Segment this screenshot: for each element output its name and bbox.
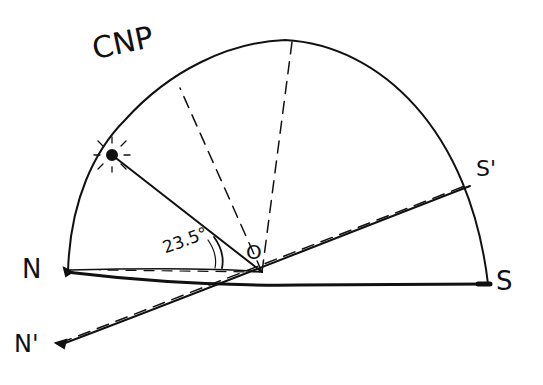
point-marker — [56, 340, 66, 348]
star — [107, 150, 117, 160]
tilted-plane — [60, 186, 470, 345]
star-line — [112, 155, 262, 272]
point-label: S — [496, 268, 513, 294]
point-label: S' — [476, 158, 496, 180]
point-label: 23.5° — [160, 225, 209, 257]
point-marker — [64, 268, 72, 276]
point-label: N — [22, 256, 41, 282]
point-label: N' — [14, 332, 39, 356]
dashed-radius — [100, 270, 262, 272]
horizon-back — [68, 269, 262, 272]
star-rays — [94, 137, 130, 172]
point-label: O — [246, 242, 262, 262]
sphere-arc — [68, 40, 488, 284]
point-marker — [478, 282, 490, 287]
point-label: CNP — [90, 22, 156, 64]
angle-arc — [208, 240, 216, 268]
tilted-axis — [60, 184, 470, 343]
horizon-line — [66, 272, 488, 285]
dashed-radius — [262, 42, 292, 272]
